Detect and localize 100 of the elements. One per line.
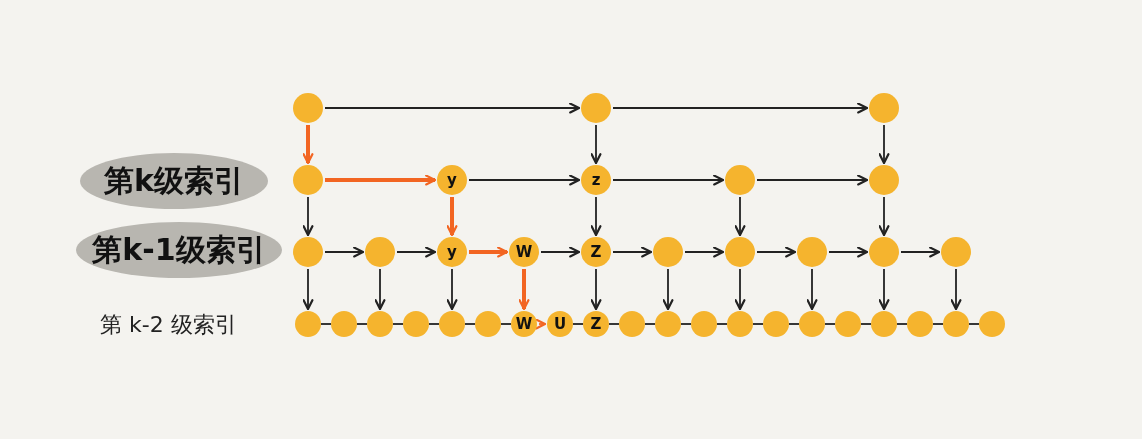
- list-node-circle: [365, 237, 395, 267]
- link-line: [608, 323, 620, 325]
- arrow: [325, 174, 437, 186]
- link-line: [320, 323, 332, 325]
- arrow: [612, 246, 653, 258]
- arrow: [324, 246, 365, 258]
- node-letter: Z: [590, 316, 602, 332]
- link-line: [752, 323, 764, 325]
- list-node-circle: [727, 311, 753, 337]
- list-node-circle: [367, 311, 393, 337]
- list-node-circle: [943, 311, 969, 337]
- list-node-circle: [475, 311, 501, 337]
- list-node-circle: [869, 93, 899, 123]
- link-line: [788, 323, 800, 325]
- arrow: [590, 196, 602, 237]
- link-line: [572, 323, 584, 325]
- node-letter: y: [447, 172, 457, 188]
- arrow: [540, 246, 581, 258]
- list-node-circle: [437, 165, 467, 195]
- node-letter: Z: [590, 244, 602, 260]
- list-node-circle: [293, 93, 323, 123]
- link-line: [824, 323, 836, 325]
- level-label: 第k-1级索引: [92, 230, 266, 269]
- arrow: [684, 246, 725, 258]
- node-letter: W: [515, 316, 533, 332]
- list-node-circle: [869, 237, 899, 267]
- node-letter: U: [553, 316, 567, 332]
- list-node-circle: [725, 165, 755, 195]
- link-line: [896, 323, 908, 325]
- list-node-circle: [869, 165, 899, 195]
- arrow: [734, 196, 746, 237]
- level-label: 第k级索引: [104, 161, 244, 200]
- list-node-circle: [293, 237, 323, 267]
- arrow: [446, 268, 458, 311]
- list-node-circle: [437, 237, 467, 267]
- arrow: [878, 196, 890, 237]
- arrow: [518, 269, 530, 311]
- arrow: [756, 246, 797, 258]
- list-node-circle: [439, 311, 465, 337]
- arrow: [612, 174, 725, 186]
- list-node-circle: [799, 311, 825, 337]
- list-node-circle: [583, 311, 609, 337]
- list-node-circle: [871, 311, 897, 337]
- link-line: [356, 323, 368, 325]
- list-node-circle: [763, 311, 789, 337]
- link-line: [392, 323, 404, 325]
- list-node-circle: [725, 237, 755, 267]
- link-line: [500, 323, 512, 325]
- arrow: [734, 268, 746, 311]
- arrow: [446, 197, 458, 237]
- list-node-circle: [547, 311, 573, 337]
- arrow: [900, 246, 941, 258]
- list-node-circle: [835, 311, 861, 337]
- arrow: [878, 268, 890, 311]
- list-node-circle: [295, 311, 321, 337]
- node-letter: y: [447, 244, 457, 260]
- list-node-circle: [511, 311, 537, 337]
- level-label: 第 k-2 级索引: [100, 311, 237, 339]
- arrow: [950, 268, 962, 311]
- node-letter: W: [515, 244, 533, 260]
- arrow: [374, 268, 386, 311]
- list-node-circle: [797, 237, 827, 267]
- arrow: [612, 102, 869, 114]
- link-line: [428, 323, 440, 325]
- list-node-circle: [941, 237, 971, 267]
- link-line: [860, 323, 872, 325]
- list-node-circle: [655, 311, 681, 337]
- arrow: [396, 246, 437, 258]
- arrow: [756, 174, 869, 186]
- arrow: [302, 196, 314, 237]
- arrow: [590, 124, 602, 165]
- list-node-circle: [979, 311, 1005, 337]
- arrow: [302, 125, 314, 165]
- arrow: [469, 246, 509, 258]
- list-node-circle: [581, 237, 611, 267]
- link-line: [680, 323, 692, 325]
- list-node-circle: [509, 237, 539, 267]
- list-node-circle: [907, 311, 933, 337]
- link-line: [716, 323, 728, 325]
- arrow: [302, 268, 314, 311]
- node-letter: z: [591, 172, 601, 188]
- list-node-circle: [619, 311, 645, 337]
- list-node-circle: [691, 311, 717, 337]
- list-node-circle: [403, 311, 429, 337]
- arrow: [324, 102, 581, 114]
- arrow: [828, 246, 869, 258]
- arrow: [806, 268, 818, 311]
- arrow: [590, 268, 602, 311]
- list-node-circle: [581, 93, 611, 123]
- link-line: [464, 323, 476, 325]
- list-node-circle: [293, 165, 323, 195]
- arrow: [878, 124, 890, 165]
- list-node-circle: [653, 237, 683, 267]
- link-line: [968, 323, 980, 325]
- link-line: [932, 323, 944, 325]
- link-line: [644, 323, 656, 325]
- arrow: [535, 318, 547, 330]
- list-node-circle: [331, 311, 357, 337]
- arrow: [468, 174, 581, 186]
- arrow: [662, 268, 674, 311]
